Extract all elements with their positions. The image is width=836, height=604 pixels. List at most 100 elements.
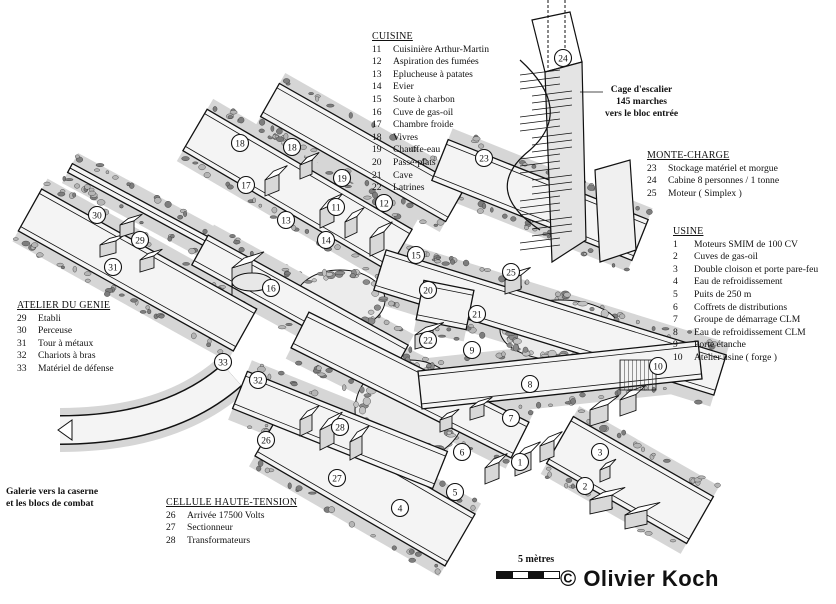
note-stair: Cage d'escalier 145 marches vers le bloc… [605, 84, 678, 120]
rock-stone [264, 467, 270, 474]
legend-item-number: 4 [673, 276, 678, 288]
rock-stone [367, 309, 375, 315]
central-hall-west-wall [205, 239, 406, 350]
rock-stone [167, 236, 173, 242]
stair-step [531, 139, 573, 146]
legend-item-label: Eplucheuse à patates [393, 68, 473, 80]
stair-step [519, 195, 561, 202]
atelier-corridor-wall [20, 226, 236, 347]
rock-stone [154, 197, 162, 204]
rock-stone [393, 325, 403, 331]
marker-circle [332, 168, 352, 188]
rock-stone [371, 122, 375, 128]
rock-stone [105, 170, 110, 174]
equipment-box-top [624, 501, 661, 516]
legend-item-label: Puits de 250 m [694, 288, 752, 300]
marker-circle [326, 197, 346, 217]
marker-label: 29 [135, 236, 145, 246]
stair-step [531, 223, 573, 230]
rock-stone [183, 211, 188, 217]
rock-stone [438, 360, 445, 365]
rock-stone [177, 214, 184, 220]
marker-circle [276, 210, 296, 230]
marker-circle [261, 278, 281, 298]
rock-stone [351, 253, 360, 258]
rock-stone [426, 363, 432, 368]
legend-item-number: 26 [166, 509, 176, 521]
rock-stone [118, 293, 125, 297]
rock-stone [233, 240, 241, 245]
rock-stone [31, 242, 39, 248]
rock-stone [391, 545, 397, 551]
legend-item-number: 6 [673, 301, 678, 313]
marker-label: 2 [583, 482, 588, 492]
legend-cellule-title: CELLULE HAUTE-TENSION [166, 497, 298, 508]
equipment-box-top [299, 151, 320, 166]
stair-step [531, 90, 573, 97]
rock-stone [278, 370, 285, 376]
rock-stone [589, 307, 595, 312]
note-stair-line: 145 marches [616, 97, 667, 107]
marker-label: 31 [108, 263, 118, 273]
marker-label: 12 [379, 199, 389, 209]
rock-stone [410, 146, 418, 152]
rock-stone [348, 521, 356, 528]
legend-item-number: 8 [673, 326, 678, 338]
rock-stone [229, 234, 236, 239]
marker-label: 8 [528, 380, 533, 390]
marker-label: 18 [287, 143, 297, 153]
marker-label: 23 [479, 154, 489, 164]
rock-stone [583, 252, 587, 256]
rock-stone [527, 410, 534, 416]
rock-stone [577, 301, 588, 307]
marker-label: 19 [337, 174, 347, 184]
legend-item-number: 28 [166, 534, 176, 546]
rock-stone [635, 206, 640, 211]
marker-circle [501, 262, 521, 282]
stair-step [531, 174, 573, 181]
rock-stone [490, 207, 494, 213]
rock-stone [202, 228, 208, 235]
marker-circle [418, 280, 438, 300]
rock-stone [72, 192, 76, 198]
equipment-box-top [539, 431, 563, 447]
legend-item-label: Chauffe-eau [393, 144, 441, 156]
rock-stone [498, 275, 506, 283]
legend-item-number: 20 [372, 156, 382, 168]
rock-stone [408, 549, 415, 554]
rock-stone [472, 497, 478, 503]
rock-stone [56, 262, 64, 267]
rock-stone [694, 399, 703, 405]
gallery-floor [59, 364, 241, 444]
rock-stone [587, 248, 594, 253]
rock-stone [304, 228, 309, 234]
rock-stone [621, 429, 627, 436]
stair-step [519, 202, 561, 209]
rock-stone [425, 251, 430, 258]
rock-stone [433, 223, 438, 227]
rock-stone [389, 133, 397, 141]
note-stair-line: Cage d'escalier [610, 85, 673, 95]
rock-stone [96, 199, 106, 206]
stair-step [519, 209, 561, 216]
rock-stone [276, 136, 285, 142]
legend-item-number: 1 [673, 238, 678, 250]
marker-label: 13 [281, 216, 291, 226]
rock-stone [651, 452, 656, 457]
rock-stone [501, 351, 506, 357]
marker-label: 24 [558, 54, 568, 64]
rock-stone [284, 271, 291, 276]
